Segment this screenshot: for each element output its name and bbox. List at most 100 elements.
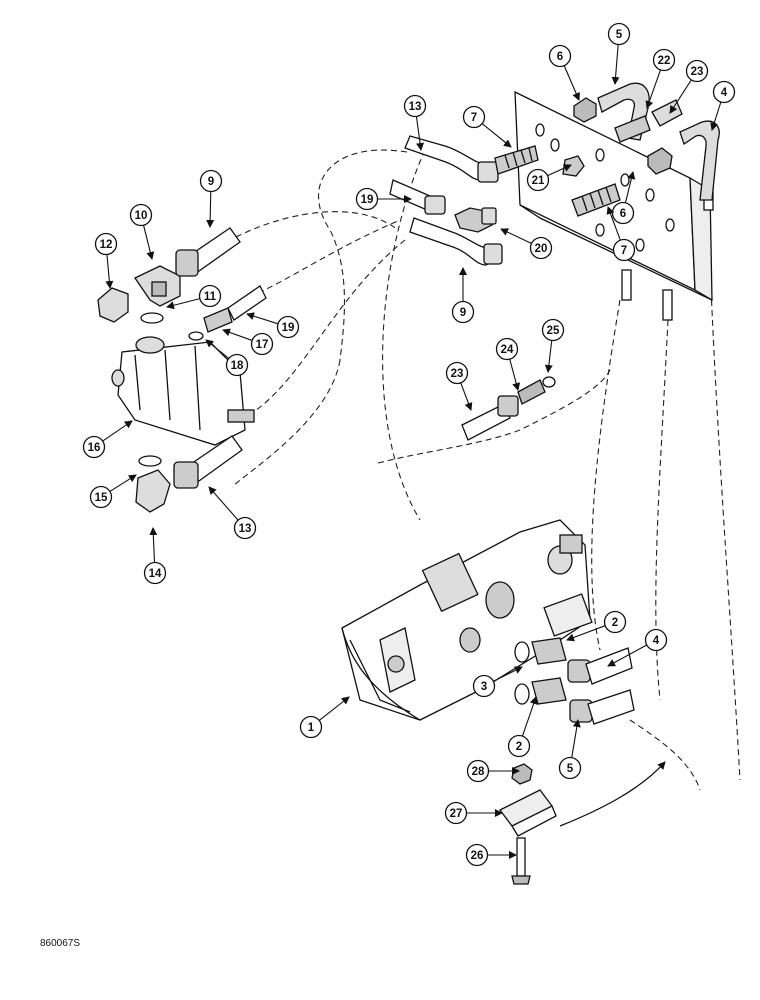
callout-1: 1 (299, 696, 350, 739)
callout-number: 22 (658, 55, 671, 67)
callout-leader-arrow (607, 644, 648, 667)
callout-circle (652, 48, 676, 72)
callout-circle (129, 203, 153, 227)
callout-circle (89, 485, 113, 509)
callout-circle (644, 628, 668, 652)
callout-leader-arrow (521, 696, 538, 737)
callout-3: 3 (472, 666, 523, 698)
callout-leader-arrow (143, 225, 155, 260)
callout-number: 6 (620, 208, 626, 220)
callout-circle (444, 801, 468, 825)
callout-number: 10 (135, 210, 148, 222)
callout-circle (607, 22, 631, 46)
callout-5: 5 (607, 22, 631, 85)
callout-leader-arrow (606, 206, 621, 241)
callout-circle (526, 168, 550, 192)
callout-number: 15 (95, 492, 108, 504)
callout-leader-arrow (645, 69, 662, 109)
callout-number: 12 (100, 239, 113, 251)
hydrostatic-pump (341, 519, 593, 721)
callout-5: 5 (558, 719, 582, 780)
callout-leader-arrow (102, 420, 133, 442)
callout-number: 5 (567, 763, 574, 775)
callout-circle (712, 80, 736, 104)
callout-circle (94, 232, 118, 256)
callout-7: 7 (606, 206, 636, 262)
callout-circle (225, 353, 249, 377)
callout-9: 9 (451, 267, 475, 324)
callout-leader-arrow (547, 164, 572, 177)
callout-21: 21 (526, 164, 572, 192)
callout-leader-arrow (166, 298, 200, 310)
callout-28: 28 (466, 759, 520, 783)
callout-layer: 1223445566779910111213131415161718191920… (82, 22, 736, 867)
callout-leader-arrow (669, 79, 692, 114)
callout-number: 5 (616, 29, 623, 41)
lower-fitting-group (461, 376, 556, 441)
callout-24: 24 (495, 337, 521, 391)
callout-number: 14 (149, 568, 162, 580)
callout-leader-arrow (109, 474, 137, 492)
callout-6: 6 (548, 44, 580, 101)
callout-leader-arrow (206, 191, 215, 228)
callout-20: 20 (500, 228, 553, 260)
callout-12: 12 (94, 232, 118, 289)
callout-leader-arrow (318, 696, 350, 721)
callout-circle (548, 44, 572, 68)
callout-circle (299, 715, 323, 739)
callout-circle (403, 94, 427, 118)
callout-number: 11 (204, 291, 217, 303)
callout-circle (355, 187, 379, 211)
pump-outlet-fittings (514, 637, 635, 725)
callout-circle (495, 337, 519, 361)
callout-circle (199, 169, 223, 193)
callout-number: 26 (471, 850, 484, 862)
callout-leader-arrow (246, 312, 279, 325)
callout-number: 2 (612, 617, 618, 629)
callout-22: 22 (645, 48, 676, 109)
callout-4: 4 (607, 628, 668, 667)
callout-circle (507, 734, 531, 758)
callout-number: 4 (653, 635, 660, 647)
callout-number: 18 (231, 360, 244, 372)
callout-circle (603, 610, 627, 634)
callout-leader-arrow (460, 382, 473, 411)
callout-number: 20 (535, 243, 548, 255)
callout-circle (445, 361, 469, 385)
callout-leader-arrow (493, 666, 523, 682)
callout-14: 14 (143, 527, 167, 585)
callout-13: 13 (208, 486, 257, 540)
callout-4: 4 (710, 80, 736, 131)
callout-circle (472, 674, 496, 698)
mounting-clamp-hardware (499, 761, 666, 885)
callout-number: 19 (282, 322, 295, 334)
callout-leader-arrow (415, 116, 425, 151)
callout-leader-arrow (509, 358, 521, 391)
callout-number: 28 (472, 766, 485, 778)
callout-number: 17 (256, 339, 269, 351)
callout-circle (541, 318, 565, 342)
callout-leader-arrow (149, 527, 158, 563)
callout-number: 23 (691, 66, 704, 78)
callout-leader-arrow (571, 719, 581, 758)
callout-number: 9 (208, 176, 214, 188)
callout-leader-arrow (208, 486, 239, 521)
callout-circle (276, 315, 300, 339)
callout-19: 19 (355, 187, 412, 211)
callout-leader-arrow (611, 44, 620, 85)
callout-number: 13 (409, 101, 422, 113)
callout-2: 2 (507, 696, 538, 758)
callout-circle (529, 236, 553, 260)
callout-leader-arrow (566, 625, 606, 642)
figure-reference-code: 860067S (40, 938, 80, 949)
callout-leader-arrow (500, 228, 532, 244)
callout-15: 15 (89, 474, 137, 509)
callout-circle (612, 238, 636, 262)
callout-23: 23 (669, 59, 709, 114)
callout-number: 19 (361, 194, 374, 206)
callout-23: 23 (445, 361, 473, 411)
callout-circle (82, 435, 106, 459)
callout-7: 7 (462, 105, 512, 148)
